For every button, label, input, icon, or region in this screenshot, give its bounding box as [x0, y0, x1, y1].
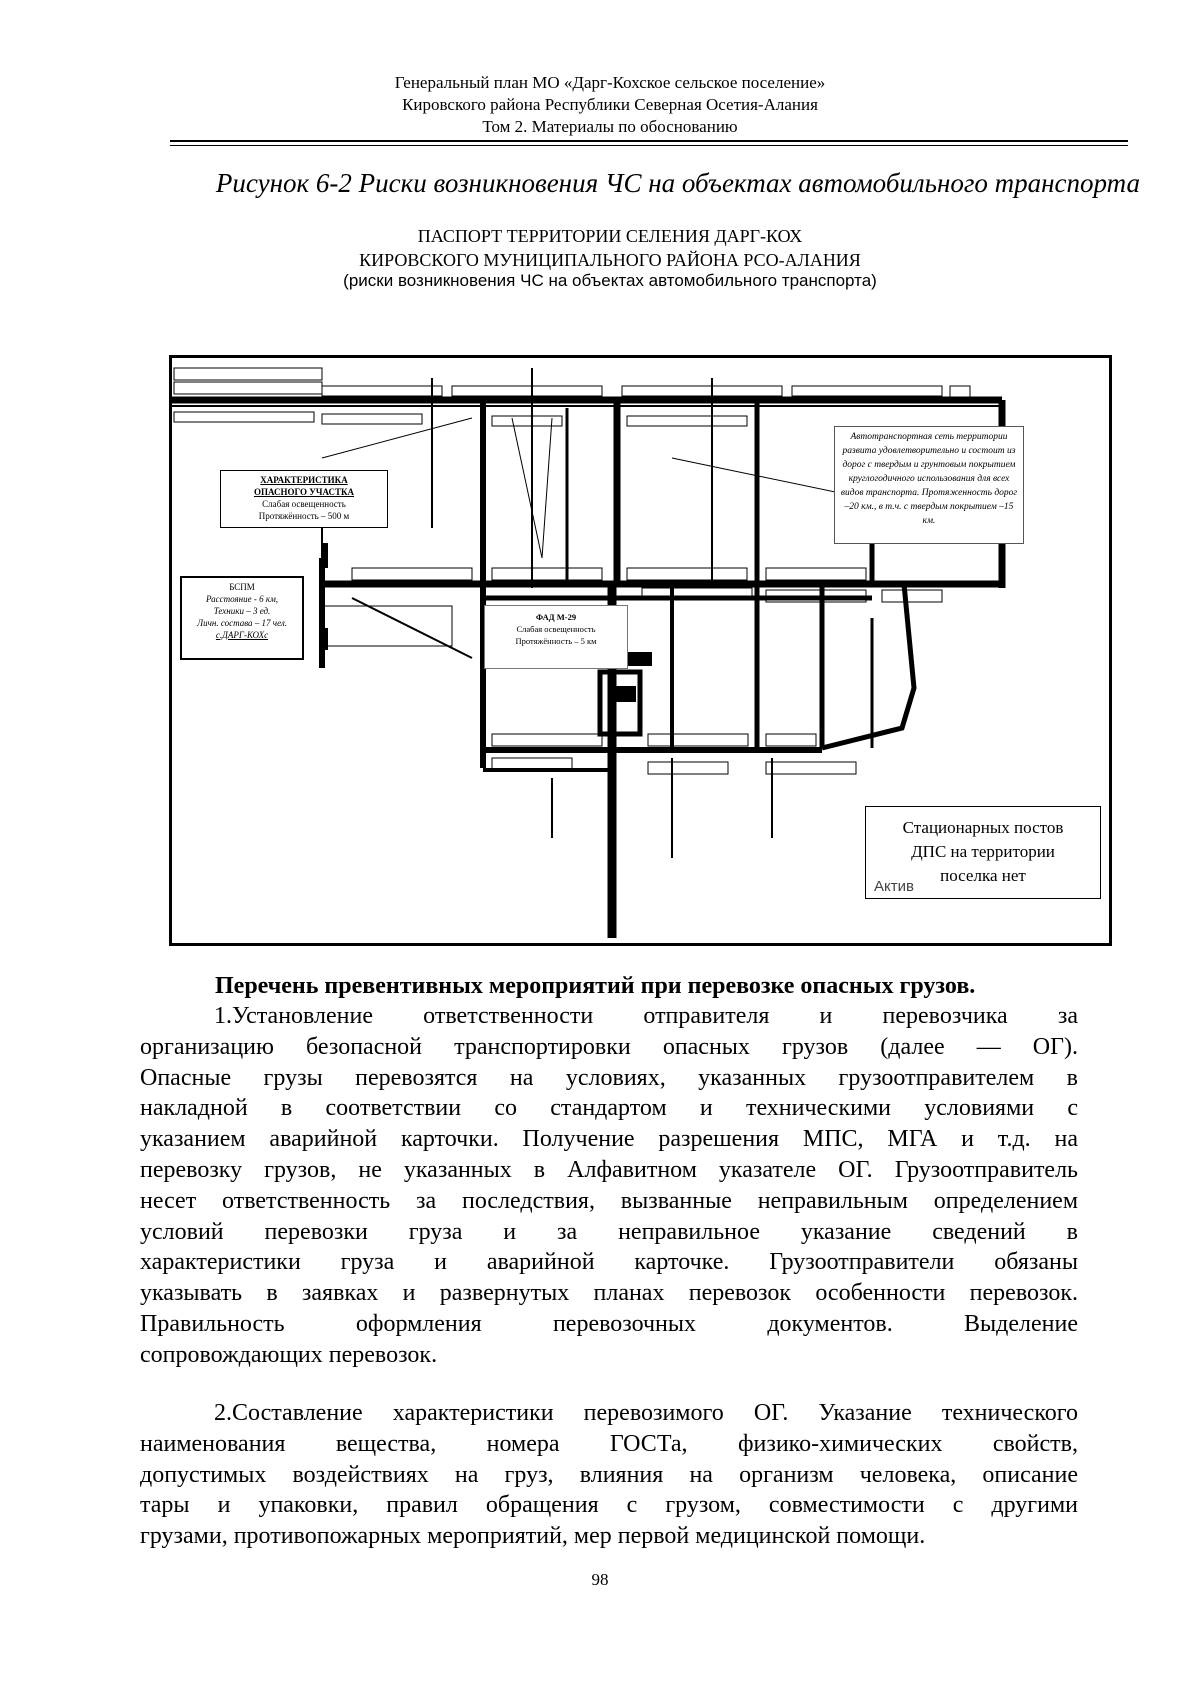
- hazard-title-2: ОПАСНОГО УЧАСТКА: [253, 487, 355, 497]
- page-number: 98: [591, 1570, 609, 1589]
- text-line: Правильность оформления перевозочных док…: [140, 1310, 1078, 1337]
- passport-title-line-1: ПАСПОРТ ТЕРРИТОРИИ СЕЛЕНИЯ ДАРГ-КОХ: [417, 226, 803, 246]
- bspm-line-1: Расстояние - 6 км,: [205, 594, 279, 604]
- text-line: тары и упаковки, правил обращения с груз…: [140, 1492, 1078, 1519]
- text-line: характеристики груза и аварийной карточк…: [140, 1249, 1078, 1276]
- hazard-line-1: Слабая освещенность: [262, 499, 346, 509]
- text-line: указывать в заявках и развернутых планах…: [140, 1280, 1078, 1307]
- document-header-line-3: Том 2. Материалы по обоснованию: [482, 117, 738, 136]
- document-header-line-1: Генеральный план МО «Дарг-Кохское сельск…: [394, 73, 826, 92]
- paragraph-2: 2.Составление характеристики перевозимог…: [140, 1398, 1078, 1552]
- text-line: несет ответственность за последствия, вы…: [140, 1187, 1078, 1214]
- text-line: условий перевозки груза и за неправильно…: [140, 1218, 1078, 1245]
- bspm-line-2: Техники – 3 ед.: [213, 606, 271, 616]
- fad-line-1: Слабая освещенность: [516, 624, 596, 634]
- text-line: указанием аварийной карточки. Получение …: [140, 1126, 1078, 1153]
- passport-title-line-3: (риски возникновения ЧС на объектах авто…: [343, 271, 877, 290]
- bspm-box: БСПМ Расстояние - 6 км, Техники – 3 ед. …: [180, 576, 304, 660]
- text-line: 1.Установление ответственности отправите…: [214, 1003, 1078, 1029]
- figure-caption: Рисунок 6-2 Риски возникновения ЧС на об…: [215, 168, 1140, 198]
- text-line: перевозку грузов, не указанных в Алфавит…: [140, 1156, 1078, 1183]
- dps-line-1: Стационарных постов: [902, 818, 1064, 837]
- header-rule-thin: [170, 145, 1128, 146]
- text-line: Опасные грузы перевозятся на условиях, у…: [140, 1064, 1078, 1091]
- text-line: сопровождающих перевозок.: [140, 1341, 438, 1368]
- map-buildings: [322, 543, 652, 702]
- text-line: 2.Составление характеристики перевозимог…: [214, 1400, 1078, 1426]
- fad-title: ФАД М-29: [535, 612, 577, 622]
- hazard-line-2: Протяжённость – 500 м: [258, 511, 350, 521]
- bspm-line-3: Личн. состава – 17 чел.: [196, 618, 288, 628]
- header-rule-thick: [170, 140, 1128, 142]
- dps-line-2: ДПС на территории: [911, 842, 1055, 861]
- building-rows: [173, 367, 971, 775]
- road-network-note: Автотранспортная сеть территории развита…: [834, 426, 1024, 544]
- bspm-line-4: с.ДАРГ-КОХс: [215, 630, 269, 640]
- paragraph-1: 1.Установление ответственности отправите…: [140, 1001, 1078, 1371]
- passport-title-line-2: КИРОВСКОГО МУНИЦИПАЛЬНОГО РАЙОНА РСО-АЛА…: [359, 250, 861, 270]
- document-header-line-2: Кировского района Республики Северная Ос…: [402, 95, 818, 114]
- text-line: наименования вещества, номера ГОСТа, физ…: [140, 1430, 1078, 1457]
- text-line: накладной в соответствии со стандартом и…: [140, 1095, 1078, 1122]
- text-line: грузами, противопожарных мероприятий, ме…: [140, 1523, 926, 1550]
- dps-line-3: поселка нет: [940, 866, 1026, 885]
- activation-watermark: Актив: [874, 878, 914, 895]
- bspm-title: БСПМ: [229, 582, 255, 592]
- fad-line-2: Протяжённость – 5 км: [515, 636, 597, 646]
- text-line: допустимых воздействиях на груз, влияния…: [140, 1461, 1078, 1488]
- hazard-section-box: ХАРАКТЕРИСТИКА ОПАСНОГО УЧАСТКА Слабая о…: [220, 470, 388, 528]
- section-heading: Перечень превентивных мероприятий при пе…: [215, 973, 976, 999]
- text-line: организацию безопасной транспортировки о…: [140, 1033, 1078, 1060]
- settlement-map: ХАРАКТЕРИСТИКА ОПАСНОГО УЧАСТКА Слабая о…: [169, 355, 1112, 946]
- dps-posts-box: Стационарных постов ДПС на территории по…: [865, 806, 1101, 899]
- hazard-title-1: ХАРАКТЕРИСТИКА: [260, 475, 348, 485]
- fad-m29-box: ФАД М-29 Слабая освещенность Протяжённос…: [484, 605, 628, 669]
